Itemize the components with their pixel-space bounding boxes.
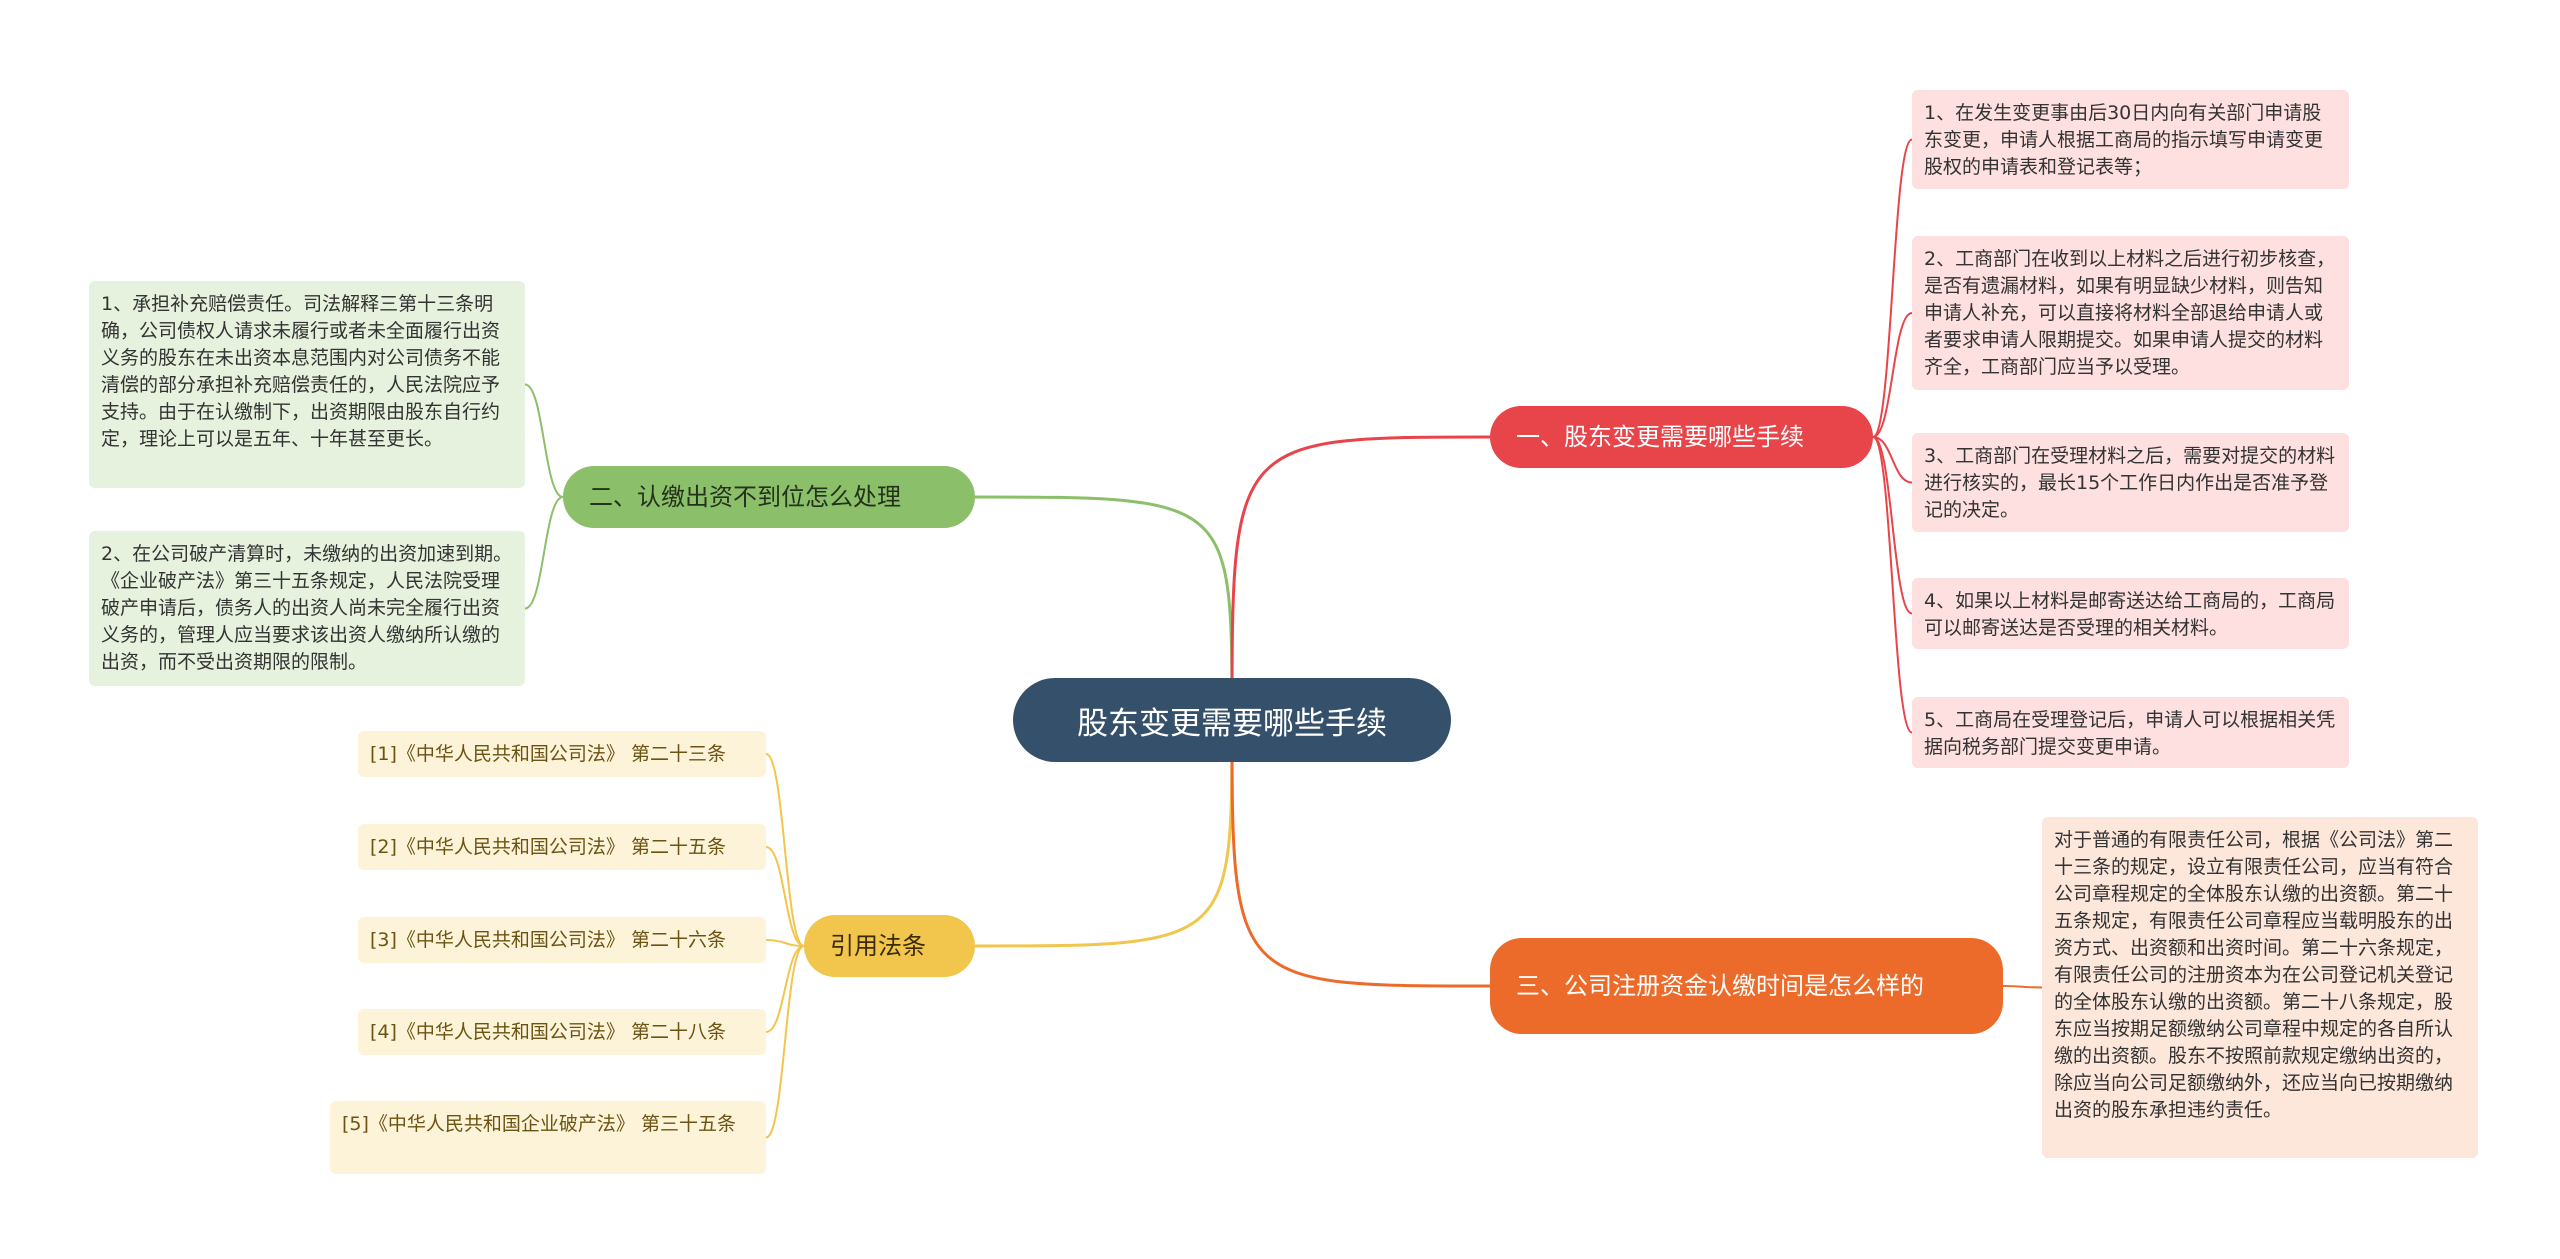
branch-stock-change-procedures[interactable]: 一、股东变更需要哪些手续 bbox=[1490, 406, 1873, 468]
connector-b1-leaf bbox=[1872, 436, 1913, 734]
connector-b3-leaf bbox=[2002, 985, 2043, 989]
leaf-law-citation-3[interactable]: [3]《中华人民共和国公司法》 第二十六条 bbox=[358, 917, 766, 963]
leaf-bankruptcy-acceleration[interactable]: 2、在公司破产清算时，未缴纳的出资加速到期。《企业破产法》第三十五条规定，人民法… bbox=[89, 531, 525, 686]
connector-b4-leaf bbox=[765, 939, 805, 947]
leaf-step-1[interactable]: 1、在发生变更事由后30日内向有关部门申请股东变更，申请人根据工商局的指示填写申… bbox=[1912, 90, 2349, 189]
connector-root-b1 bbox=[1230, 435, 1491, 721]
connector-b1-leaf bbox=[1872, 436, 1913, 615]
root-topic[interactable]: 股东变更需要哪些手续 bbox=[1013, 678, 1451, 762]
leaf-step-5[interactable]: 5、工商局在受理登记后，申请人可以根据相关凭据向税务部门提交变更申请。 bbox=[1912, 697, 2349, 768]
leaf-law-citation-4[interactable]: [4]《中华人民共和国公司法》 第二十八条 bbox=[358, 1009, 766, 1055]
leaf-step-2[interactable]: 2、工商部门在收到以上材料之后进行初步核查，是否有遗漏材料，如果有明显缺少材料，… bbox=[1912, 236, 2349, 390]
connector-b1-leaf bbox=[1872, 138, 1913, 438]
connector-b4-leaf bbox=[765, 846, 805, 947]
connector-b4-leaf bbox=[765, 753, 805, 947]
leaf-subscription-rules[interactable]: 对于普通的有限责任公司，根据《公司法》第二十三条的规定，设立有限责任公司，应当有… bbox=[2042, 817, 2478, 1158]
connector-b2-leaf bbox=[524, 496, 564, 610]
branch-capital-subscription-time[interactable]: 三、公司注册资金认缴时间是怎么样的 bbox=[1490, 938, 2003, 1034]
leaf-law-citation-1[interactable]: [1]《中华人民共和国公司法》 第二十三条 bbox=[358, 731, 766, 777]
connector-b1-leaf bbox=[1872, 312, 1913, 438]
leaf-law-citation-2[interactable]: [2]《中华人民共和国公司法》 第二十五条 bbox=[358, 824, 766, 870]
branch-unpaid-subscription-handling[interactable]: 二、认缴出资不到位怎么处理 bbox=[563, 466, 975, 528]
connector-b4-leaf bbox=[765, 945, 805, 1139]
leaf-step-3[interactable]: 3、工商部门在受理材料之后，需要对提交的材料进行核实的，最长15个工作日内作出是… bbox=[1912, 433, 2349, 532]
connector-b4-leaf bbox=[765, 945, 805, 1033]
connector-b1-leaf bbox=[1872, 436, 1913, 484]
connector-root-b3 bbox=[1230, 719, 1491, 988]
connector-b2-leaf bbox=[524, 383, 564, 498]
leaf-step-4[interactable]: 4、如果以上材料是邮寄送达给工商局的，工商局可以邮寄送达是否受理的相关材料。 bbox=[1912, 578, 2349, 649]
leaf-law-citation-5[interactable]: [5]《中华人民共和国企业破产法》 第三十五条 bbox=[330, 1101, 766, 1174]
branch-cited-laws[interactable]: 引用法条 bbox=[804, 915, 975, 977]
leaf-supplementary-liability[interactable]: 1、承担补充赔偿责任。司法解释三第十三条明确，公司债权人请求未履行或者未全面履行… bbox=[89, 281, 525, 488]
